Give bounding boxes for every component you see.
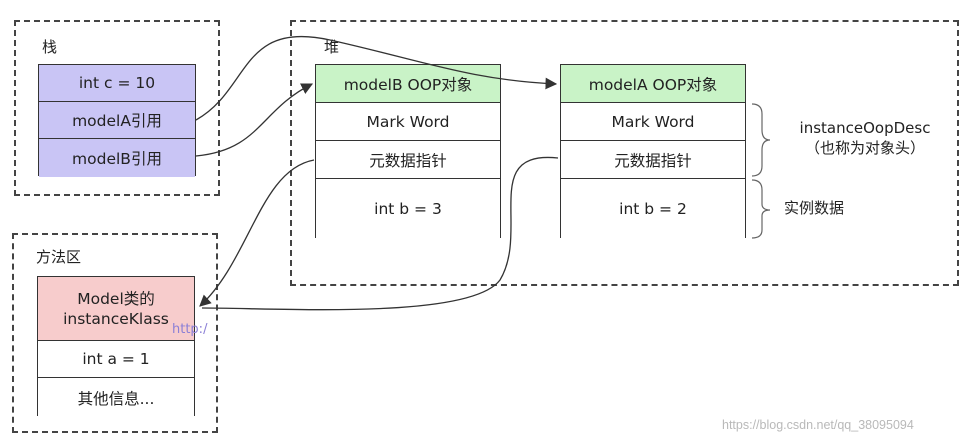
arrow-modelA-pointer bbox=[201, 156, 559, 311]
klass-other-info: 其他信息... bbox=[38, 378, 194, 417]
instance-klass: Model类的 instanceKlass int a = 1 其他信息... bbox=[37, 276, 195, 417]
modelB-oop-object: modelB OOP对象 Mark Word 元数据指针 int b = 3 bbox=[315, 64, 501, 239]
modelB-mark-word: Mark Word bbox=[316, 103, 500, 141]
method-area-label: 方法区 bbox=[36, 248, 82, 266]
klass-field-a: int a = 1 bbox=[38, 341, 194, 378]
stack-region bbox=[14, 20, 220, 196]
watermark-left: http:/ bbox=[172, 322, 208, 337]
klass-title: Model类的 instanceKlass bbox=[38, 277, 194, 341]
modelB-metadata-pointer: 元数据指针 bbox=[316, 141, 500, 179]
heap-region bbox=[290, 20, 959, 286]
stack-frame: int c = 10 modelA引用 modelB引用 bbox=[38, 64, 196, 177]
modelA-metadata-pointer: 元数据指针 bbox=[561, 141, 745, 179]
modelA-instance-data: int b = 2 bbox=[561, 179, 745, 239]
modelA-oop-object: modelA OOP对象 Mark Word 元数据指针 int b = 2 bbox=[560, 64, 746, 239]
modelB-instance-data: int b = 3 bbox=[316, 179, 500, 239]
oop-desc-annotation: instanceOopDesc （也称为对象头） bbox=[780, 118, 950, 158]
oop-desc-line2: （也称为对象头） bbox=[804, 139, 925, 157]
stack-ref-modelB: modelB引用 bbox=[39, 139, 195, 177]
watermark-right: https://blog.csdn.net/qq_38095094 bbox=[722, 418, 914, 432]
stack-label: 栈 bbox=[42, 38, 58, 56]
stack-var-c: int c = 10 bbox=[39, 65, 195, 102]
arrow-modelB-ref bbox=[195, 83, 314, 157]
stack-ref-modelA: modelA引用 bbox=[39, 102, 195, 139]
modelA-header: modelA OOP对象 bbox=[561, 65, 745, 103]
oop-desc-line1: instanceOopDesc bbox=[799, 119, 931, 137]
heap-label: 堆 bbox=[324, 38, 340, 56]
arrow-modelA-ref bbox=[195, 35, 558, 121]
klass-title-line2: instanceKlass bbox=[63, 309, 169, 328]
modelA-mark-word: Mark Word bbox=[561, 103, 745, 141]
brace-instance-data bbox=[751, 179, 771, 239]
instance-data-annotation: 实例数据 bbox=[784, 199, 845, 217]
arrow-modelB-pointer bbox=[199, 159, 315, 307]
brace-object-header bbox=[751, 103, 771, 177]
method-area-region bbox=[12, 233, 218, 433]
modelB-header: modelB OOP对象 bbox=[316, 65, 500, 103]
klass-title-line1: Model类的 bbox=[77, 289, 155, 308]
